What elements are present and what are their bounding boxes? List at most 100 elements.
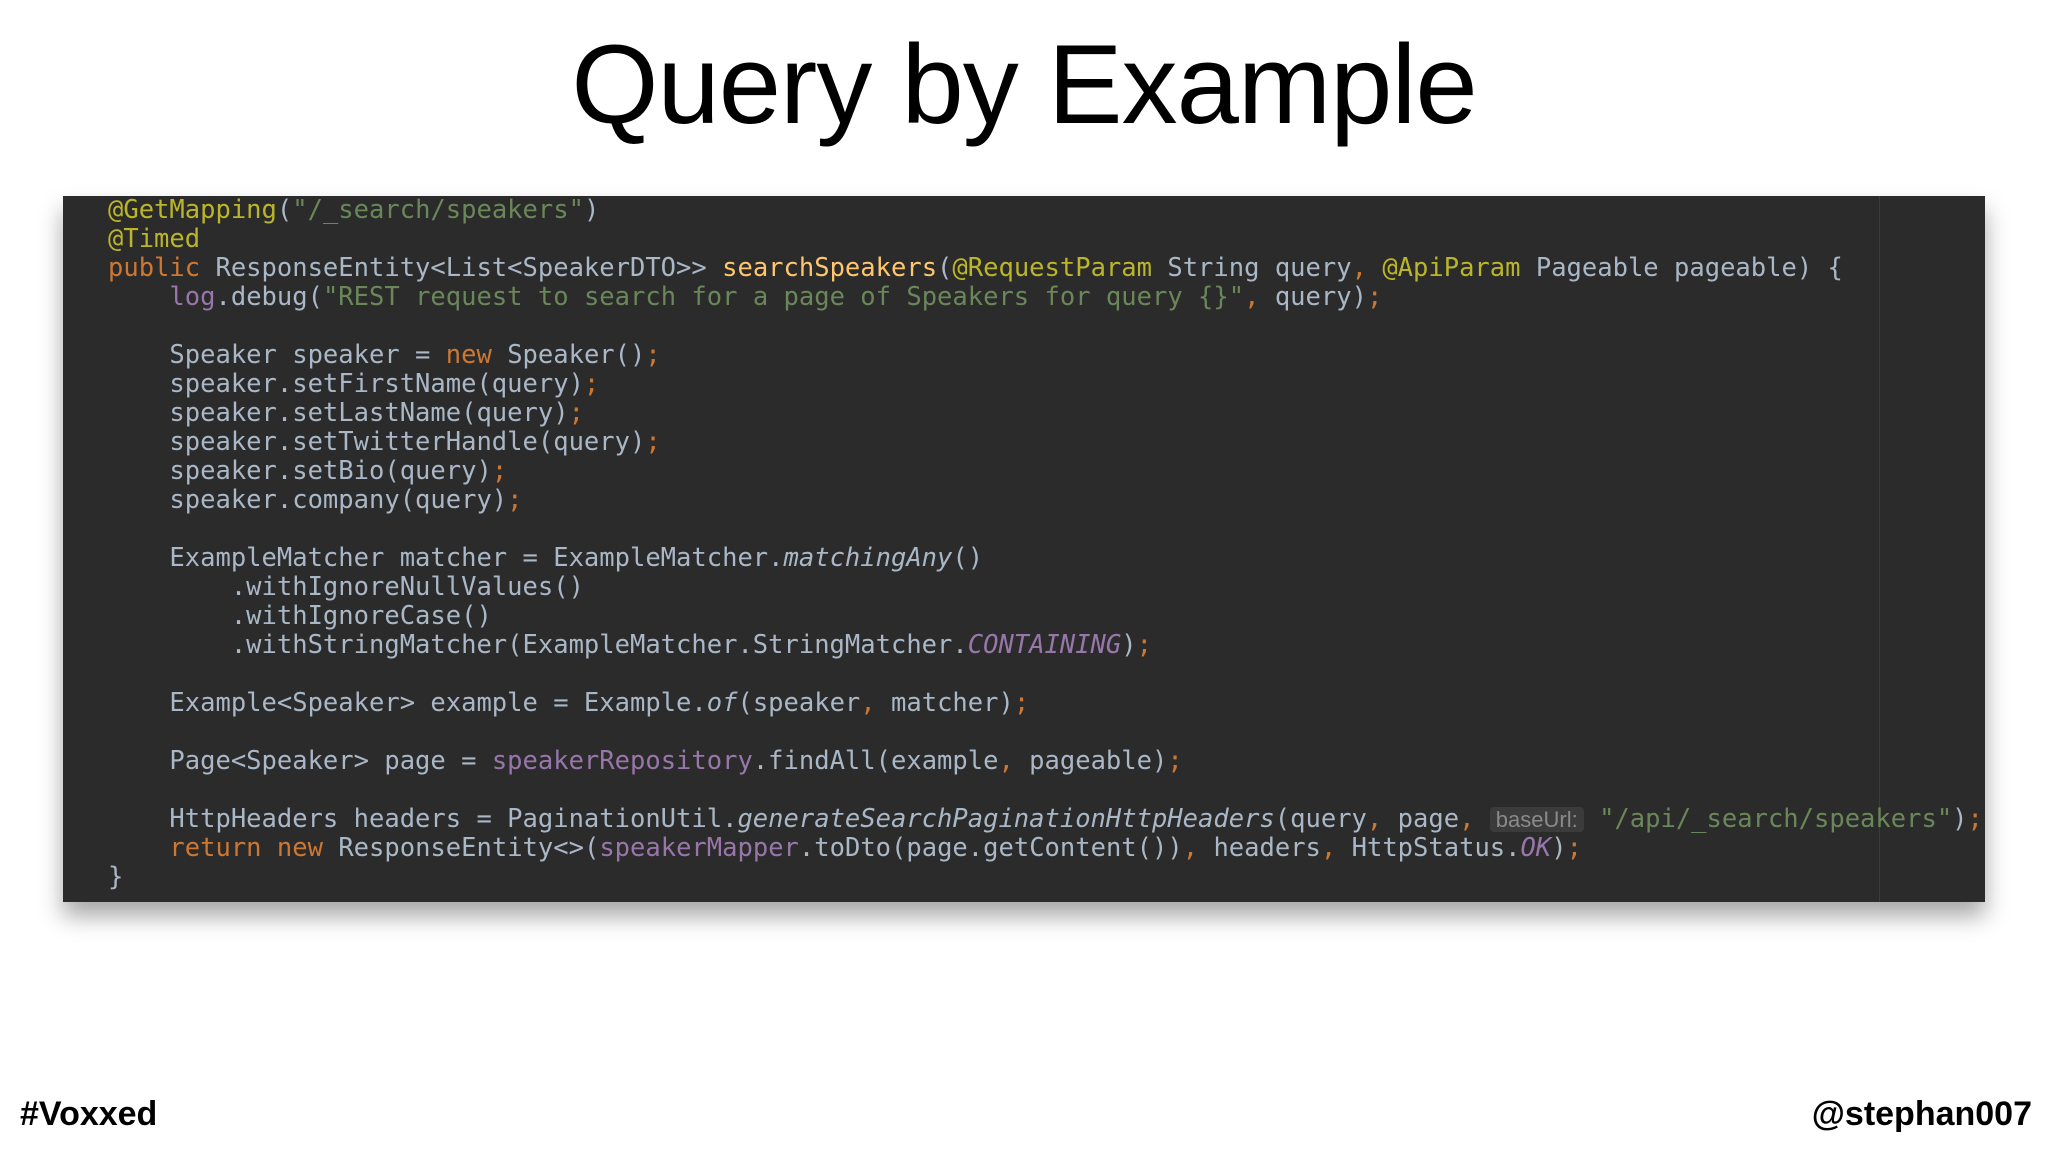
code-token: ; (1366, 282, 1383, 312)
code-token: of (706, 688, 738, 718)
code-line: @Timed (108, 225, 1983, 254)
code-token: .withStringMatcher(ExampleMatcher.String… (108, 630, 968, 660)
code-token: , (1459, 804, 1490, 834)
code-token: CONTAINING (967, 630, 1122, 660)
code-token: return (169, 833, 277, 863)
code-token: speaker.company(query) (108, 485, 508, 515)
code-token: () (952, 543, 984, 573)
code-line: speaker.company(query); (108, 486, 1983, 515)
code-line (108, 312, 1983, 341)
slide-title: Query by Example (571, 22, 1477, 147)
code-line: public ResponseEntity<List<SpeakerDTO>> … (108, 254, 1983, 283)
code-token: headers (1213, 833, 1321, 863)
code-token: ExampleMatcher matcher = ExampleMatcher. (108, 543, 784, 573)
code-token (108, 833, 169, 863)
code-line: .withIgnoreNullValues() (108, 573, 1983, 602)
code-token: Pageable pageable) { (1520, 253, 1843, 283)
code-token: speaker.setFirstName(query) (108, 369, 584, 399)
code-token: ; (645, 340, 661, 370)
code-line (108, 718, 1983, 747)
code-token: "REST request to search for a page of Sp… (322, 282, 1245, 312)
code-line: Speaker speaker = new Speaker(); (108, 341, 1983, 370)
code-token (1584, 804, 1599, 834)
code-token: speakerMapper (599, 833, 799, 863)
code-token: Page<Speaker> page = (108, 746, 492, 776)
code-token: pageable) (1029, 746, 1168, 776)
code-token (108, 282, 169, 312)
code-token: .withIgnoreCase() (108, 601, 492, 631)
code-token: ; (1013, 688, 1030, 718)
code-token: .findAll(example (752, 746, 999, 776)
code-token: ; (583, 369, 600, 399)
code-line: HttpHeaders headers = PaginationUtil.gen… (108, 804, 1983, 834)
code-token: , (1351, 253, 1383, 283)
code-token: speaker.setBio(query) (108, 456, 492, 486)
code-token: .debug( (215, 282, 323, 312)
code-token: ( (276, 196, 293, 225)
code-token: Speaker speaker = (108, 340, 446, 370)
code-token: Example<Speaker> example = Example. (108, 688, 707, 718)
code-token: @ApiParam (1382, 253, 1521, 283)
code-token: ; (1566, 833, 1582, 863)
footer-hashtag: #Voxxed (20, 1095, 158, 1133)
code-token: HttpHeaders headers = PaginationUtil. (108, 804, 738, 834)
code-token: , (1366, 804, 1398, 834)
code-token: page (1397, 804, 1460, 834)
code-token: speakerRepository (491, 746, 753, 776)
code-token: ; (1967, 804, 1983, 834)
code-token: ResponseEntity<>( (338, 833, 600, 863)
code-line: Page<Speaker> page = speakerRepository.f… (108, 747, 1983, 776)
code-token: new (276, 833, 339, 863)
code-token: ; (1167, 746, 1183, 776)
code-line: speaker.setLastName(query); (108, 399, 1983, 428)
parameter-hint: baseUrl: (1489, 807, 1584, 832)
right-margin-guide (1879, 196, 1880, 902)
code-token: "/api/_search/speakers" (1599, 804, 1953, 834)
code-token: , (1182, 833, 1214, 863)
code-token: Speaker() (507, 340, 646, 370)
code-token: String query (1152, 253, 1352, 283)
footer-twitter-handle: @stephan007 (1811, 1095, 2032, 1133)
code-token: ResponseEntity<List<SpeakerDTO>> (215, 253, 723, 283)
code-line: } (108, 863, 1983, 892)
code-token: ( (937, 253, 953, 283)
code-token: (query (1274, 804, 1367, 834)
code-token: ) (1121, 630, 1137, 660)
code-token: } (108, 862, 124, 892)
code-token: OK (1520, 833, 1552, 863)
code-line (108, 515, 1983, 544)
code-line: speaker.setBio(query); (108, 457, 1983, 486)
code-token: ) (1551, 833, 1567, 863)
code-token: @RequestParam (952, 253, 1152, 283)
code-line: .withIgnoreCase() (108, 602, 1983, 631)
code-token: log (169, 282, 216, 312)
code-token: new (445, 340, 508, 370)
code-line: log.debug("REST request to search for a … (108, 283, 1983, 312)
code-line: speaker.setFirstName(query); (108, 370, 1983, 399)
code-token: matchingAny (783, 543, 953, 573)
code-token: ) (583, 196, 600, 225)
code-token: generateSearchPaginationHttpHeaders (737, 804, 1275, 834)
code-token: speaker.setTwitterHandle(query) (108, 427, 646, 457)
code-line: ExampleMatcher matcher = ExampleMatcher.… (108, 544, 1983, 573)
code-token: ) (1952, 804, 1968, 834)
code-token: matcher) (891, 688, 1014, 718)
code-token: .toDto(page.getContent()) (798, 833, 1183, 863)
code-line: speaker.setTwitterHandle(query); (108, 428, 1983, 457)
code-token: @GetMapping (108, 196, 277, 225)
code-token: ; (568, 398, 584, 428)
code-token: ; (1136, 630, 1152, 660)
code-token: "/_search/speakers" (292, 196, 584, 225)
code-token: , (998, 746, 1030, 776)
code-token: speaker.setLastName(query) (108, 398, 569, 428)
code-line: Example<Speaker> example = Example.of(sp… (108, 689, 1983, 718)
code-token: @Timed (108, 224, 201, 254)
code-token: .withIgnoreNullValues() (108, 572, 584, 602)
code-token: query) (1274, 282, 1367, 312)
code-line: @GetMapping("/_search/speakers") (108, 196, 1983, 225)
code-token: HttpStatus. (1351, 833, 1521, 863)
code-token: , (860, 688, 892, 718)
code-line (108, 776, 1983, 805)
